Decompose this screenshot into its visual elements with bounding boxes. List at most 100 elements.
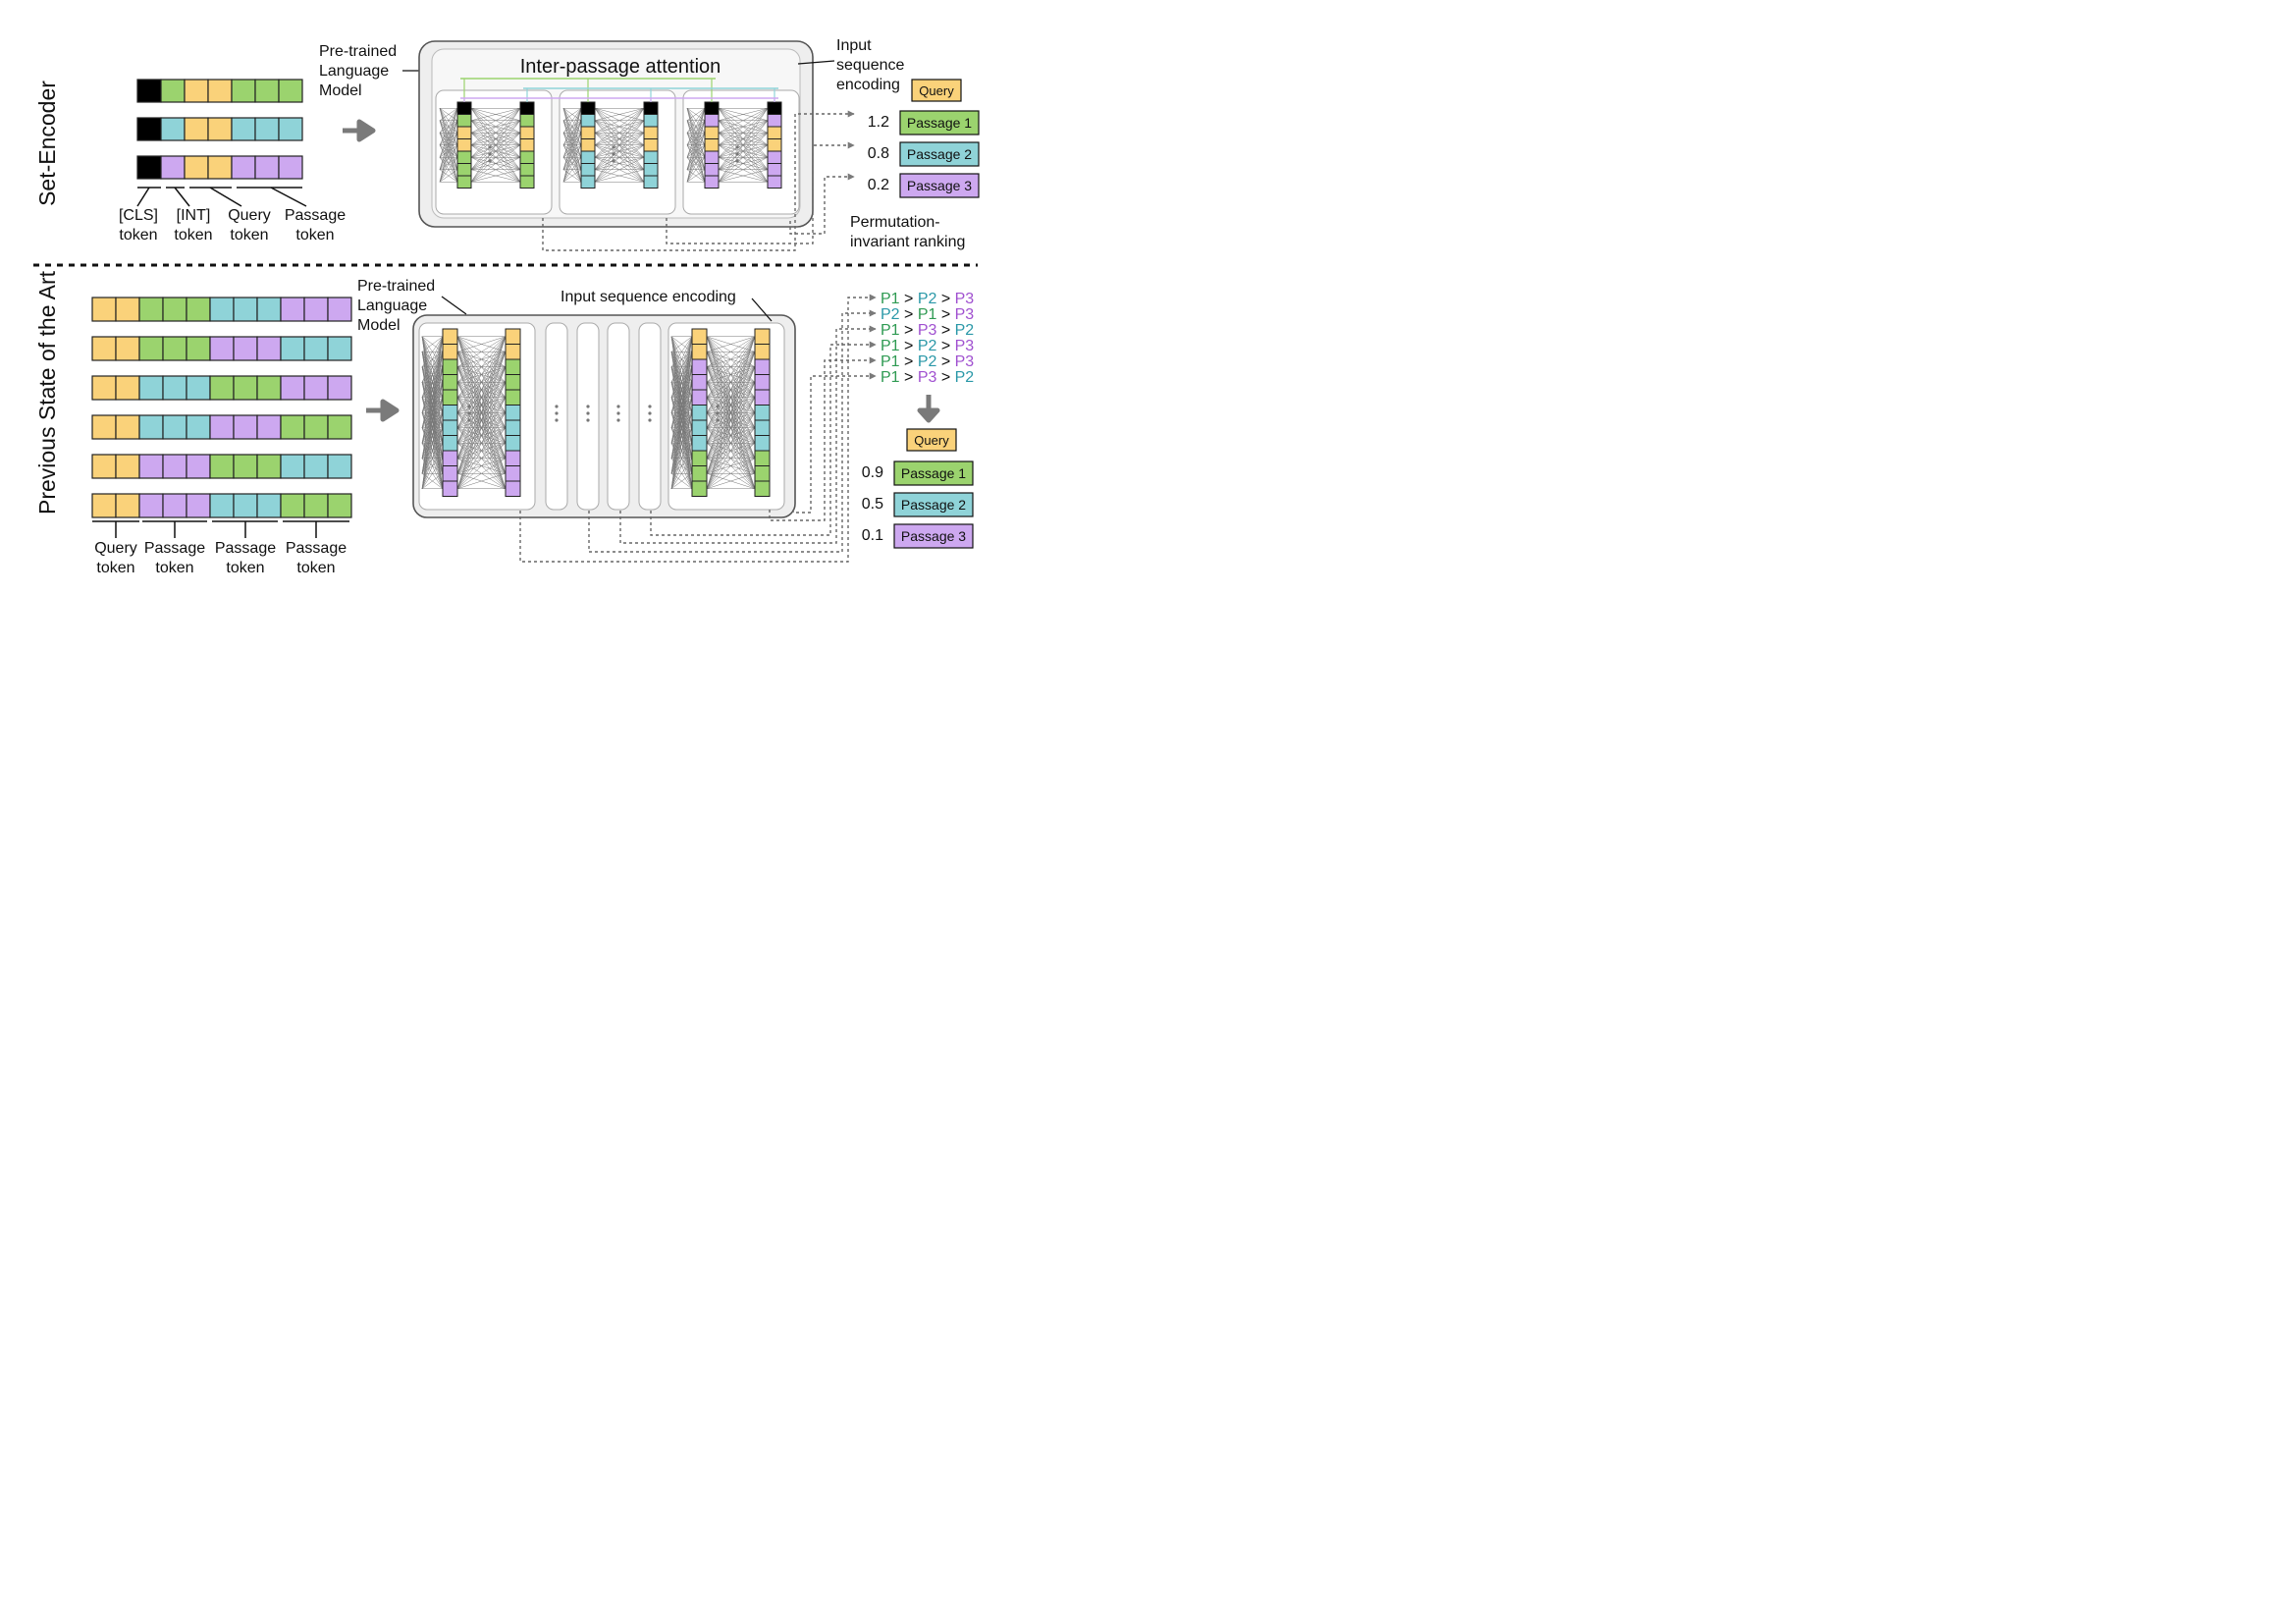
bottom-panel-last-left-column-cell (691, 435, 708, 452)
panel-2-fan-edge (594, 108, 645, 121)
bottom-panel-last-fan-left-edge (670, 336, 693, 459)
permuted-sequence-6-cell (186, 493, 211, 518)
panel-1-fan-left-edge (439, 120, 458, 183)
panel-2-right-column-cell (643, 163, 659, 177)
top-passage-label-1: Passage 1 (907, 115, 972, 131)
permuted-sequence-1-cell (138, 297, 164, 322)
permuted-sequence-1-cell (186, 297, 211, 322)
bottom-panel-last-left-column-cell (691, 358, 708, 375)
bottom-panel-last-fan-left-edge (670, 336, 693, 413)
permuted-sequence-1-cell (327, 297, 352, 322)
bottom-panel-mid-4-ellipsis-dot (648, 411, 652, 415)
panel-3-fan-left-edge (686, 108, 706, 183)
bottom-panel-1-fan-left-edge (421, 443, 444, 489)
bottom-panel-last-fan-left-edge (670, 427, 693, 489)
bottom-panel-last-left-column-cell (691, 419, 708, 436)
permutation-ranking-5: P1 > P2 > P3 (881, 353, 974, 370)
panel-2-right-column-cell (643, 101, 659, 115)
top-plm-label-1: Pre-trained (319, 43, 397, 60)
previous-sota-dotted-connectors (519, 294, 877, 563)
panel-1-fan-edge (470, 108, 521, 134)
int-token-label-1: [INT] (177, 207, 211, 224)
set-encoder-sequence-2-cell (254, 117, 280, 141)
bottom-panel-last-fan-edge (706, 366, 756, 489)
bottom-panel-last-fan-left-edge (670, 382, 693, 489)
bottom-panel-last-fan-edge (706, 336, 756, 398)
bottom-panel-1-left-column-cell (442, 344, 458, 360)
panel-2-right-column-cell (643, 150, 659, 164)
set-encoder-section: Set-Encoder [CLS] token [INT] token Quer… (34, 37, 980, 251)
bottom-panel-mid-2 (576, 322, 600, 511)
previous-sota-token-brackets (92, 520, 349, 538)
set-encoder-sequence-2-cell (231, 117, 256, 141)
bottom-panel-last-right-column-cell (754, 465, 771, 482)
panel-3-fan-edge (718, 157, 769, 183)
permuted-sequence-6-cell (115, 493, 140, 518)
bot-plm-label-2: Language (357, 298, 427, 314)
panel-3-right-column-cell (767, 163, 782, 177)
permuted-sequence-6-cell (280, 493, 305, 518)
bottom-panel-last-ellipsis-dot (716, 405, 720, 408)
permutation-ranking-6: P1 > P3 > P2 (881, 369, 974, 386)
bottom-panel-1-fan-left-edge (421, 458, 444, 489)
set-encoder-sequence-1-cell (136, 79, 162, 103)
permuted-sequence-5-cell (115, 454, 140, 479)
permuted-sequence-2-cell (115, 336, 140, 361)
bottom-panel-last-right-column-cell (754, 358, 771, 375)
bot-query-label: Query (914, 433, 949, 448)
permuted-sequence-5-cell (186, 454, 211, 479)
panel-1-left-column-cell (456, 163, 472, 177)
panel-3-fan-edge (718, 108, 769, 170)
panel-2-fan-left-edge (562, 157, 582, 183)
panel-2-fan-left-edge (562, 108, 582, 158)
bottom-panel-last-fan-edge (706, 336, 756, 489)
bottom-panel-last-left-column-cell (691, 389, 708, 406)
bottom-panel-1-left-column-cell (442, 419, 458, 436)
panel-3-right-column-cell (767, 126, 782, 139)
panel-2-fan-left-edge (562, 108, 582, 134)
bottom-panel-1-fan-left-edge (421, 336, 444, 398)
bottom-panel-last-right-column-cell (754, 344, 771, 360)
bottom-panel-1-fan-edge (456, 336, 507, 459)
bottom-panel-1-fan-edge (456, 352, 507, 489)
bottom-panel-last-ellipsis-dot (716, 418, 720, 422)
panel-1-fan-left-edge (439, 108, 458, 121)
panel-3-left-column-cell (704, 150, 720, 164)
panel-3-fan-edge (718, 144, 769, 183)
bottom-panel-1-fan-edge (456, 336, 507, 367)
panel-1-fan-edge (470, 108, 521, 183)
permuted-sequence-6-cell (256, 493, 282, 518)
bottom-dotted-connector-5 (769, 356, 877, 521)
panel-3-right-column-cell (767, 150, 782, 164)
panel-3-fan-edge (718, 108, 769, 183)
bottom-panel-1-fan-edge (456, 473, 507, 489)
bottom-panel-1-right-column-cell (505, 358, 521, 375)
top-encoding-leader (797, 60, 835, 65)
top-encoding-label-1: Input (836, 37, 872, 54)
set-encoder-sequence-3-cell (160, 155, 186, 180)
bottom-panel-last-fan-left-edge (670, 336, 693, 352)
permuted-sequence-4-cell (233, 414, 258, 440)
permuted-sequence-3-cell (138, 375, 164, 401)
panel-1-fan-left-edge (439, 169, 458, 183)
set-encoder-sequence-3-cell (207, 155, 233, 180)
panel-3-fan-edge (718, 133, 769, 183)
panel-1-fan-left-edge (439, 157, 458, 183)
panel-1-fan-edge (470, 157, 521, 183)
previous-sota-side-label: Previous State of the Art (34, 270, 60, 514)
permuted-sequence-5-cell (91, 454, 117, 479)
panel-3-left-column-cell (704, 163, 720, 177)
bottom-panel-last-right-column-cell (754, 405, 771, 421)
bottom-passage-label-3: Passage 3 (901, 528, 966, 544)
panel-2-fan-left-edge (562, 108, 582, 145)
permuted-sequence-6-cell (162, 493, 187, 518)
bottom-panel-last-fan-edge (706, 473, 756, 489)
panel-1-fan-left-edge (439, 108, 458, 170)
permuted-sequence-1-cell (303, 297, 329, 322)
bottom-panel-last-right-column-cell (754, 419, 771, 436)
panel-3-right-column-cell (767, 114, 782, 128)
permuted-sequence-4-cell (186, 414, 211, 440)
panel-1-left-column-cell (456, 101, 472, 115)
permuted-sequence-3-cell (115, 375, 140, 401)
top-query-box (911, 79, 962, 102)
